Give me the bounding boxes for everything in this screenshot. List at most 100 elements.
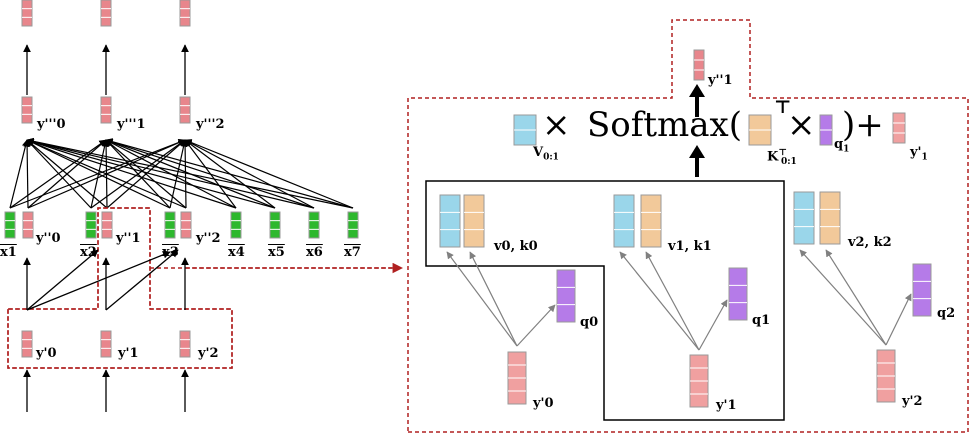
right-vectors bbox=[439, 49, 932, 408]
y1-vector-1 bbox=[689, 354, 709, 408]
input-vector-0 bbox=[21, 330, 33, 358]
top-vector-0 bbox=[21, 0, 33, 27]
input-arrows bbox=[23, 369, 189, 412]
right-dashed-region bbox=[407, 19, 969, 433]
gray-arrow-2-2 bbox=[885, 293, 912, 346]
x7-text: x7 bbox=[344, 245, 361, 260]
formula-q-sub: 1 bbox=[843, 144, 850, 155]
label-x3: x3 bbox=[162, 246, 179, 260]
label-x5: x5 bbox=[268, 246, 285, 260]
x4-text: x4 bbox=[228, 245, 245, 260]
gray-arrow-0-2 bbox=[516, 304, 556, 347]
input-vectors bbox=[21, 330, 191, 358]
x-vector-4 bbox=[230, 211, 242, 239]
label-x6: x6 bbox=[306, 246, 323, 260]
formula-q: q bbox=[834, 137, 844, 152]
dense-edge-0-1 bbox=[23, 139, 31, 209]
formula-y-sub: 1 bbox=[921, 152, 928, 163]
vk-label-1: v1, k1 bbox=[668, 239, 712, 254]
label-y3-0: y'''0 bbox=[37, 117, 66, 132]
input-vector-2 bbox=[179, 330, 191, 358]
dense-edge-2-6 bbox=[184, 139, 237, 209]
y2-vector-1 bbox=[101, 211, 113, 239]
y2-vector-2 bbox=[180, 211, 192, 239]
label-y2-1: y''1 bbox=[116, 231, 141, 246]
formula-y-icon bbox=[892, 112, 906, 144]
formula-v-sub: 0:1 bbox=[543, 152, 559, 163]
x2-text: x2 bbox=[80, 245, 97, 260]
query-vector-2 bbox=[912, 263, 932, 317]
q-label-1: q1 bbox=[752, 313, 771, 328]
x-vector-3 bbox=[164, 211, 176, 239]
query-vector-1 bbox=[728, 267, 748, 321]
attention-scope-outline bbox=[425, 180, 785, 421]
x-vector-5 bbox=[269, 211, 281, 239]
formula-q-label: q1 bbox=[834, 138, 849, 157]
vk-label-2: v2, k2 bbox=[848, 235, 892, 250]
label-y1-0: y'0 bbox=[36, 346, 57, 361]
formula-v: V bbox=[533, 145, 544, 160]
gray-arrow-2-0 bbox=[799, 249, 887, 346]
arrowhead-up-2 bbox=[689, 145, 705, 158]
label-y2-0: y''0 bbox=[36, 231, 61, 246]
q-label-2: q2 bbox=[937, 306, 956, 321]
dense-edge-2-2 bbox=[90, 139, 186, 209]
gray-arrow-1-1 bbox=[645, 251, 700, 351]
formula-times-1: × bbox=[542, 105, 571, 145]
label-x7: x7 bbox=[344, 246, 361, 260]
query-vector-0 bbox=[556, 269, 576, 323]
key-vector-1 bbox=[640, 194, 662, 248]
dense-edge-0-0 bbox=[9, 139, 29, 209]
y1-vector-0 bbox=[507, 351, 527, 405]
gray-arrow-1-2 bbox=[698, 299, 728, 351]
dense-edge-2-7 bbox=[184, 139, 276, 209]
value-vector-2 bbox=[793, 191, 815, 245]
dense-edge-0-7 bbox=[26, 138, 276, 209]
y1-vector-2 bbox=[876, 349, 896, 403]
dense-connections bbox=[9, 137, 354, 209]
top-arrows bbox=[23, 44, 189, 95]
y3-vector-2 bbox=[179, 96, 191, 124]
formula-k-sup: ⊤ bbox=[778, 148, 787, 158]
formula-transpose: ⊤ bbox=[774, 97, 792, 118]
dense-edge-1-0 bbox=[9, 139, 107, 209]
dense-edge-2-1 bbox=[27, 139, 186, 209]
value-vector-0 bbox=[439, 194, 461, 248]
gray-arrow-0-1 bbox=[469, 251, 518, 347]
x3-text: x3 bbox=[162, 245, 179, 260]
label-x4: x4 bbox=[228, 246, 245, 260]
dense-edge-1-6 bbox=[105, 139, 237, 209]
label-y2-2: y''2 bbox=[196, 231, 221, 246]
gray-arrow-0-0 bbox=[446, 251, 518, 347]
formula-y: y' bbox=[910, 145, 922, 160]
dense-edge-2-8 bbox=[184, 139, 315, 209]
left-dashed-inner bbox=[7, 207, 233, 369]
value-vector-1 bbox=[613, 194, 635, 248]
dense-edge-2-4 bbox=[169, 139, 188, 209]
dense-edge-1-7 bbox=[105, 139, 276, 209]
key-vector-0 bbox=[463, 194, 485, 248]
top-vector-2 bbox=[179, 0, 191, 27]
dense-edge-2-3 bbox=[106, 139, 186, 209]
formula-close: )+ bbox=[842, 105, 884, 145]
dense-edge-2-5 bbox=[181, 139, 189, 209]
label-y1-2: y'2 bbox=[198, 346, 219, 361]
dense-edge-2-9 bbox=[184, 139, 354, 209]
y-label-1: y'1 bbox=[716, 398, 737, 413]
gray-arrow-2-1 bbox=[825, 249, 887, 346]
dense-edge-0-6 bbox=[26, 138, 237, 209]
label-y3-2: y'''2 bbox=[196, 117, 225, 132]
x5-text: x5 bbox=[268, 245, 285, 260]
y-label-2: y'2 bbox=[902, 394, 923, 409]
formula-k-label: K⊤0:1 bbox=[767, 146, 797, 169]
formula-k-sub: 0:1 bbox=[780, 156, 797, 167]
formula-k: K bbox=[767, 149, 779, 165]
arrowhead-up-1 bbox=[689, 84, 705, 97]
y-label-0: y'0 bbox=[533, 396, 554, 411]
formula-y-label: y'1 bbox=[910, 146, 928, 165]
formula-times-2: × bbox=[787, 105, 816, 145]
x-vector-2 bbox=[85, 211, 97, 239]
out-y2-1-vector bbox=[693, 49, 705, 81]
gray-arrows bbox=[446, 249, 912, 351]
